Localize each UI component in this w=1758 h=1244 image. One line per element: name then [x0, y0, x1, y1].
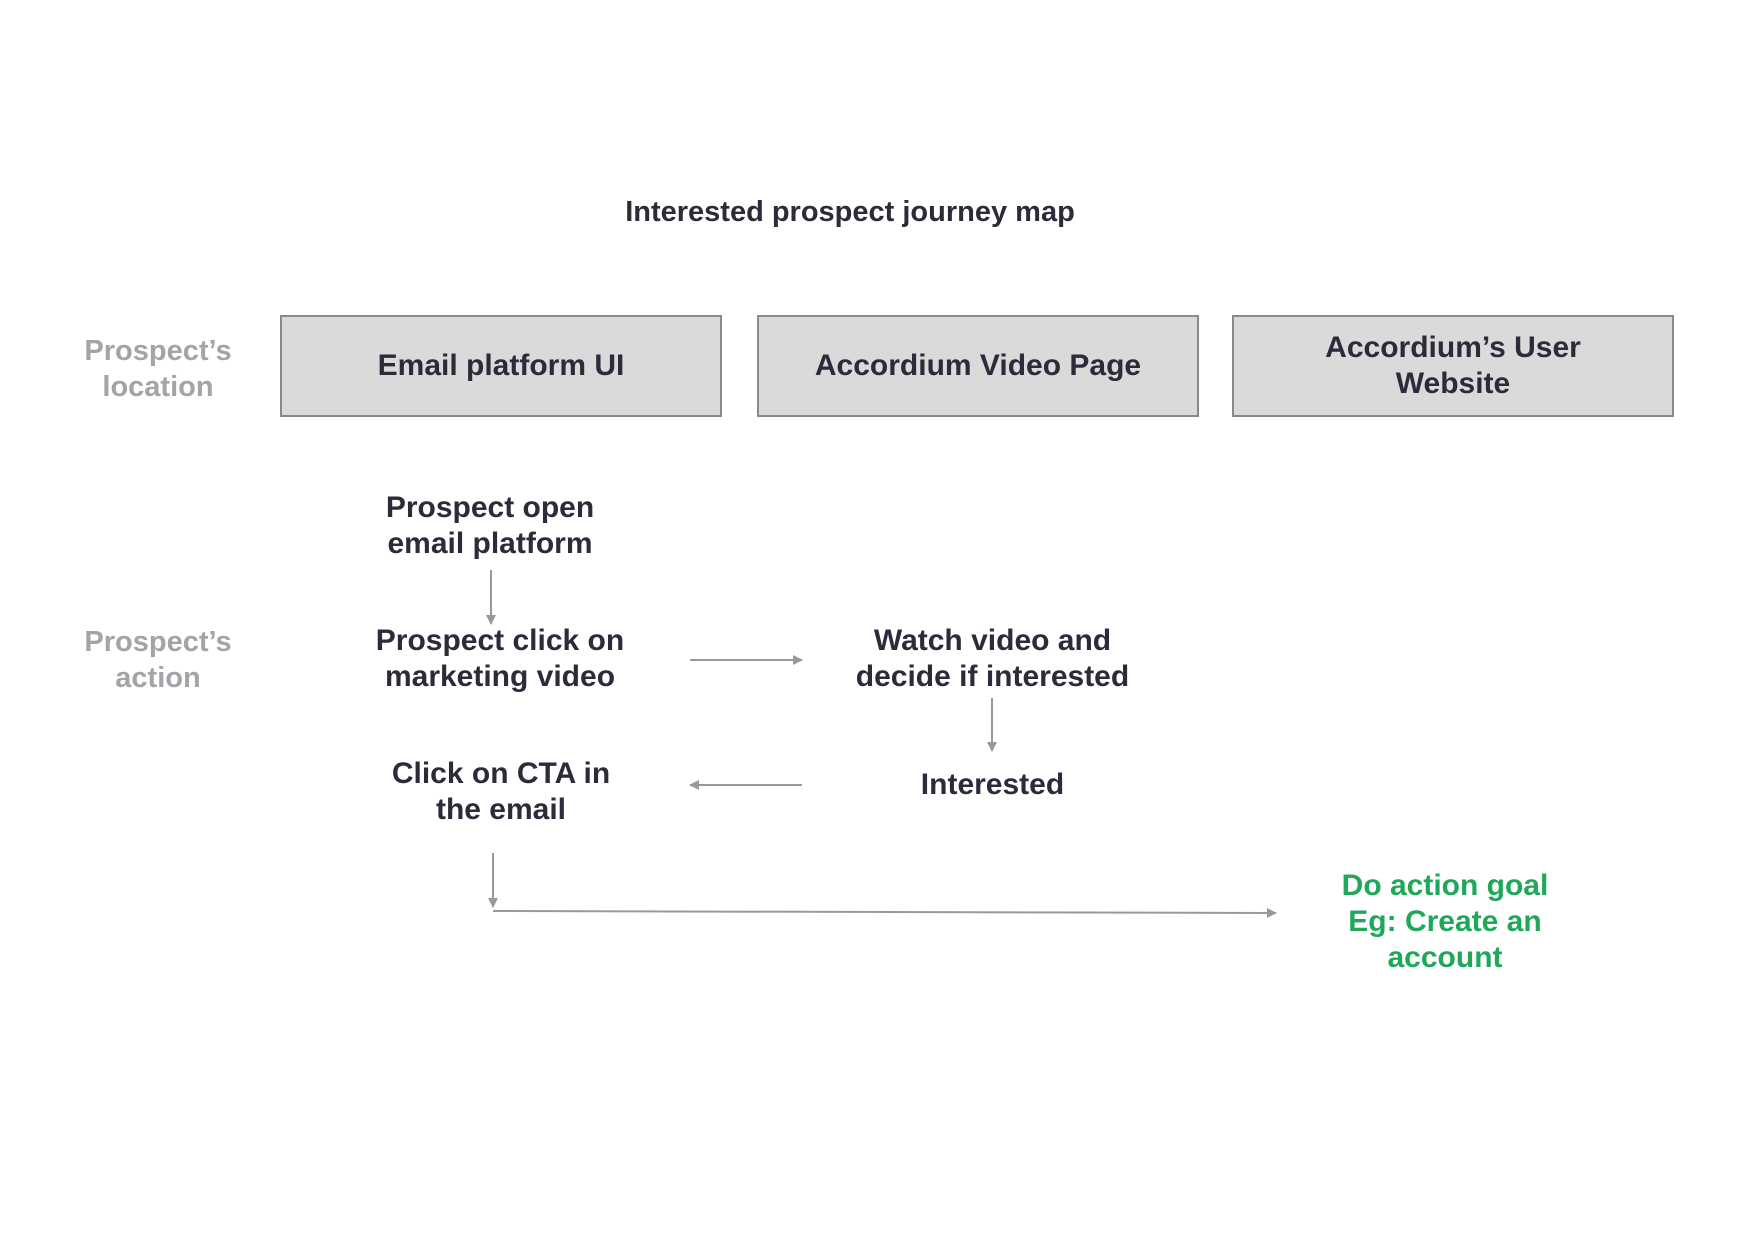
location-label: Email platform UI: [377, 349, 625, 382]
location-box-email-platform: Email platform UI: [280, 315, 722, 417]
step-click-video: Prospect click on marketing video: [375, 624, 625, 693]
location-label: Accordium Video Page: [814, 349, 1142, 382]
step-interested: Interested: [920, 768, 1065, 801]
location-box-video-page: Accordium Video Page: [757, 315, 1199, 417]
row-label-location: Prospect’s location: [84, 335, 232, 403]
step-watch-video: Watch video and decide if interested: [855, 624, 1130, 693]
row-label-action: Prospect’s action: [84, 626, 232, 694]
location-box-user-website: Accordium’s User Website: [1232, 315, 1674, 417]
location-label: Accordium’s User Website: [1325, 331, 1581, 400]
arrow-to-goal: [492, 907, 1277, 918]
step-click-cta: Click on CTA in the email: [391, 757, 611, 826]
diagram-title: Interested prospect journey map: [625, 196, 1075, 228]
step-open-email: Prospect open email platform: [385, 491, 595, 560]
step-goal: Do action goal Eg: Create an account: [1341, 869, 1549, 974]
